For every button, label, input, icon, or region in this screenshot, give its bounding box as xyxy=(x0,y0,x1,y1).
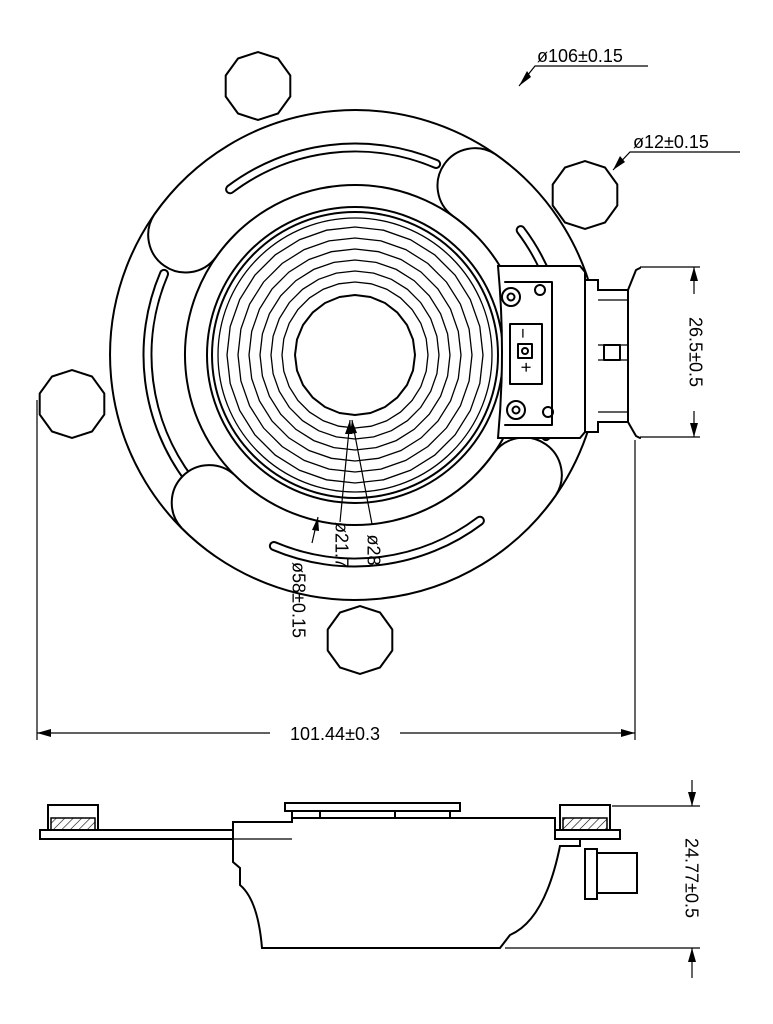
terminal-clip-bottom xyxy=(627,421,641,439)
terminal-eyelet-top xyxy=(534,284,546,296)
terminal-plus-sign: + xyxy=(516,362,536,373)
terminal-screw-bottom-center xyxy=(511,405,521,415)
terminal-screw-top-center xyxy=(506,292,516,302)
top-view: − + ø106±0.15 ø12±0.15 xyxy=(36,46,740,744)
dim-overall-width: 101.44±0.3 xyxy=(36,400,636,744)
terminal-connector-box xyxy=(509,323,543,385)
side-view: 24.77±0.5 xyxy=(39,780,701,978)
surround-ring-inner xyxy=(217,217,493,493)
dome-rings xyxy=(226,226,484,484)
terminal-pad-dot xyxy=(521,347,529,355)
dim-hole-diameter: ø12±0.15 xyxy=(612,132,740,171)
mounting-arms xyxy=(38,50,619,676)
top-cap xyxy=(284,802,461,812)
mounting-hole xyxy=(38,368,106,440)
side-connector-body xyxy=(584,848,598,900)
terminal-screw-top xyxy=(501,287,521,307)
svg-text:ø106±0.15: ø106±0.15 xyxy=(537,46,623,66)
dome-ring xyxy=(226,226,484,484)
terminal-block: − + xyxy=(496,265,641,439)
dome-ring xyxy=(237,237,473,473)
terminal-pin-top xyxy=(603,344,621,361)
svg-text:24.77±0.5: 24.77±0.5 xyxy=(681,838,701,918)
mounting-arm xyxy=(170,436,563,601)
terminal-plate xyxy=(504,281,553,426)
dome-ring xyxy=(259,259,451,451)
svg-text:ø12±0.15: ø12±0.15 xyxy=(633,132,709,152)
side-connector-plug xyxy=(596,852,638,894)
svg-text:ø58±0.15: ø58±0.15 xyxy=(288,562,308,638)
dim-inner-diameters: ø21.7 ø28 xyxy=(331,419,383,568)
arm-slot xyxy=(227,144,440,193)
left-mount-hatch xyxy=(50,817,96,831)
terminal-clip-top xyxy=(627,267,641,291)
diaphragm-outer-ring xyxy=(206,206,504,504)
terminal-pad xyxy=(517,343,533,359)
dome-center xyxy=(294,294,416,416)
terminal-eyelet-bottom xyxy=(542,406,554,418)
dome-ring xyxy=(270,270,440,440)
surround-ring xyxy=(211,211,499,499)
svg-text:ø21.7: ø21.7 xyxy=(331,522,351,568)
dome-ring xyxy=(281,281,429,429)
dome-ring xyxy=(248,248,462,462)
mounting-hole xyxy=(326,604,394,676)
dim-outer-diameter: ø106±0.15 xyxy=(518,46,648,87)
mounting-hole xyxy=(551,159,619,231)
arm-slot xyxy=(270,517,483,566)
dim-terminal-height: 26.5±0.5 xyxy=(640,266,705,438)
right-mount-hatch xyxy=(562,817,608,831)
dim-diaphragm-diameter: ø58±0.15 xyxy=(288,516,319,638)
dim-overall-height: 24.77±0.5 xyxy=(505,780,701,978)
svg-text:ø28: ø28 xyxy=(363,534,383,565)
svg-text:26.5±0.5: 26.5±0.5 xyxy=(685,317,705,387)
main-housing xyxy=(232,817,581,949)
terminal-minus-sign: − xyxy=(513,328,533,339)
svg-text:101.44±0.3: 101.44±0.3 xyxy=(290,724,380,744)
diaphragm-assembly xyxy=(206,206,504,504)
terminal-flange xyxy=(584,279,629,433)
mounting-hole xyxy=(224,50,292,122)
terminal-screw-bottom xyxy=(506,400,526,420)
arm-slot xyxy=(144,270,193,483)
